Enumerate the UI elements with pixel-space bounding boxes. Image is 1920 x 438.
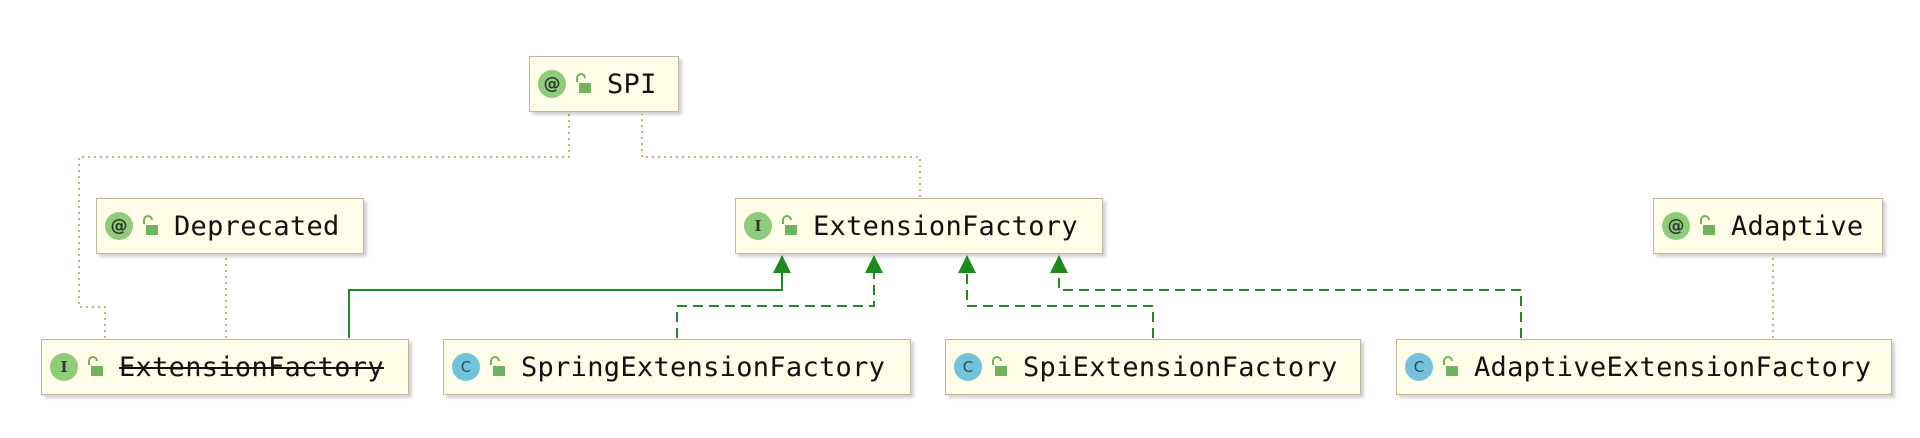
unlocked-lock-icon bbox=[490, 356, 505, 376]
node-extension-factory-deprecated[interactable]: I ExtensionFactory bbox=[41, 339, 409, 395]
node-label: SpiExtensionFactory bbox=[1023, 351, 1338, 383]
edge-extensionfactory-deprecated-to-spi bbox=[78, 114, 570, 338]
node-spring-extension-factory[interactable]: C SpringExtensionFactory bbox=[443, 339, 911, 395]
edge-adaptiveextensionfactory-implements-extensionfactory bbox=[1058, 270, 1522, 338]
unlocked-lock-icon bbox=[143, 215, 158, 235]
node-spi-extension-factory[interactable]: C SpiExtensionFactory bbox=[945, 339, 1361, 395]
unlocked-lock-icon bbox=[1443, 356, 1458, 376]
unlocked-lock-icon bbox=[1700, 215, 1715, 235]
node-extension-factory[interactable]: I ExtensionFactory bbox=[735, 198, 1103, 254]
annotation-kind-icon: @ bbox=[538, 70, 566, 98]
annotation-kind-icon: @ bbox=[105, 212, 133, 240]
interface-kind-icon: I bbox=[744, 212, 772, 240]
unlocked-lock-icon bbox=[576, 73, 591, 93]
node-spi[interactable]: @ SPI bbox=[529, 56, 679, 112]
class-kind-icon: C bbox=[1405, 353, 1433, 381]
edge-springextensionfactory-implements-extensionfactory bbox=[676, 270, 875, 338]
node-label: SPI bbox=[607, 68, 657, 100]
annotation-kind-icon: @ bbox=[1662, 212, 1690, 240]
edge-spiextensionfactory-implements-extensionfactory bbox=[966, 270, 1154, 338]
class-kind-icon: C bbox=[452, 353, 480, 381]
node-label: Deprecated bbox=[174, 210, 340, 242]
unlocked-lock-icon bbox=[88, 356, 103, 376]
class-kind-icon: C bbox=[954, 353, 982, 381]
node-adaptive-extension-factory[interactable]: C AdaptiveExtensionFactory bbox=[1396, 339, 1892, 395]
node-adaptive[interactable]: @ Adaptive bbox=[1653, 198, 1883, 254]
edge-extensionfactory-to-spi bbox=[641, 114, 921, 197]
node-label: ExtensionFactory bbox=[813, 210, 1078, 242]
arrowhead-implements-spi bbox=[958, 255, 976, 273]
arrowhead-implements-spring bbox=[865, 255, 883, 273]
node-deprecated[interactable]: @ Deprecated bbox=[96, 198, 364, 254]
node-label: ExtensionFactory bbox=[119, 351, 384, 383]
interface-kind-icon: I bbox=[50, 353, 78, 381]
node-label: Adaptive bbox=[1731, 210, 1864, 242]
edge-extensionfactory-deprecated-extends-extensionfactory bbox=[348, 270, 783, 338]
arrowhead-extends bbox=[773, 255, 791, 273]
unlocked-lock-icon bbox=[992, 356, 1007, 376]
unlocked-lock-icon bbox=[782, 215, 797, 235]
node-label: SpringExtensionFactory bbox=[521, 351, 886, 383]
arrowhead-implements-adaptive bbox=[1050, 255, 1068, 273]
node-label: AdaptiveExtensionFactory bbox=[1474, 351, 1872, 383]
